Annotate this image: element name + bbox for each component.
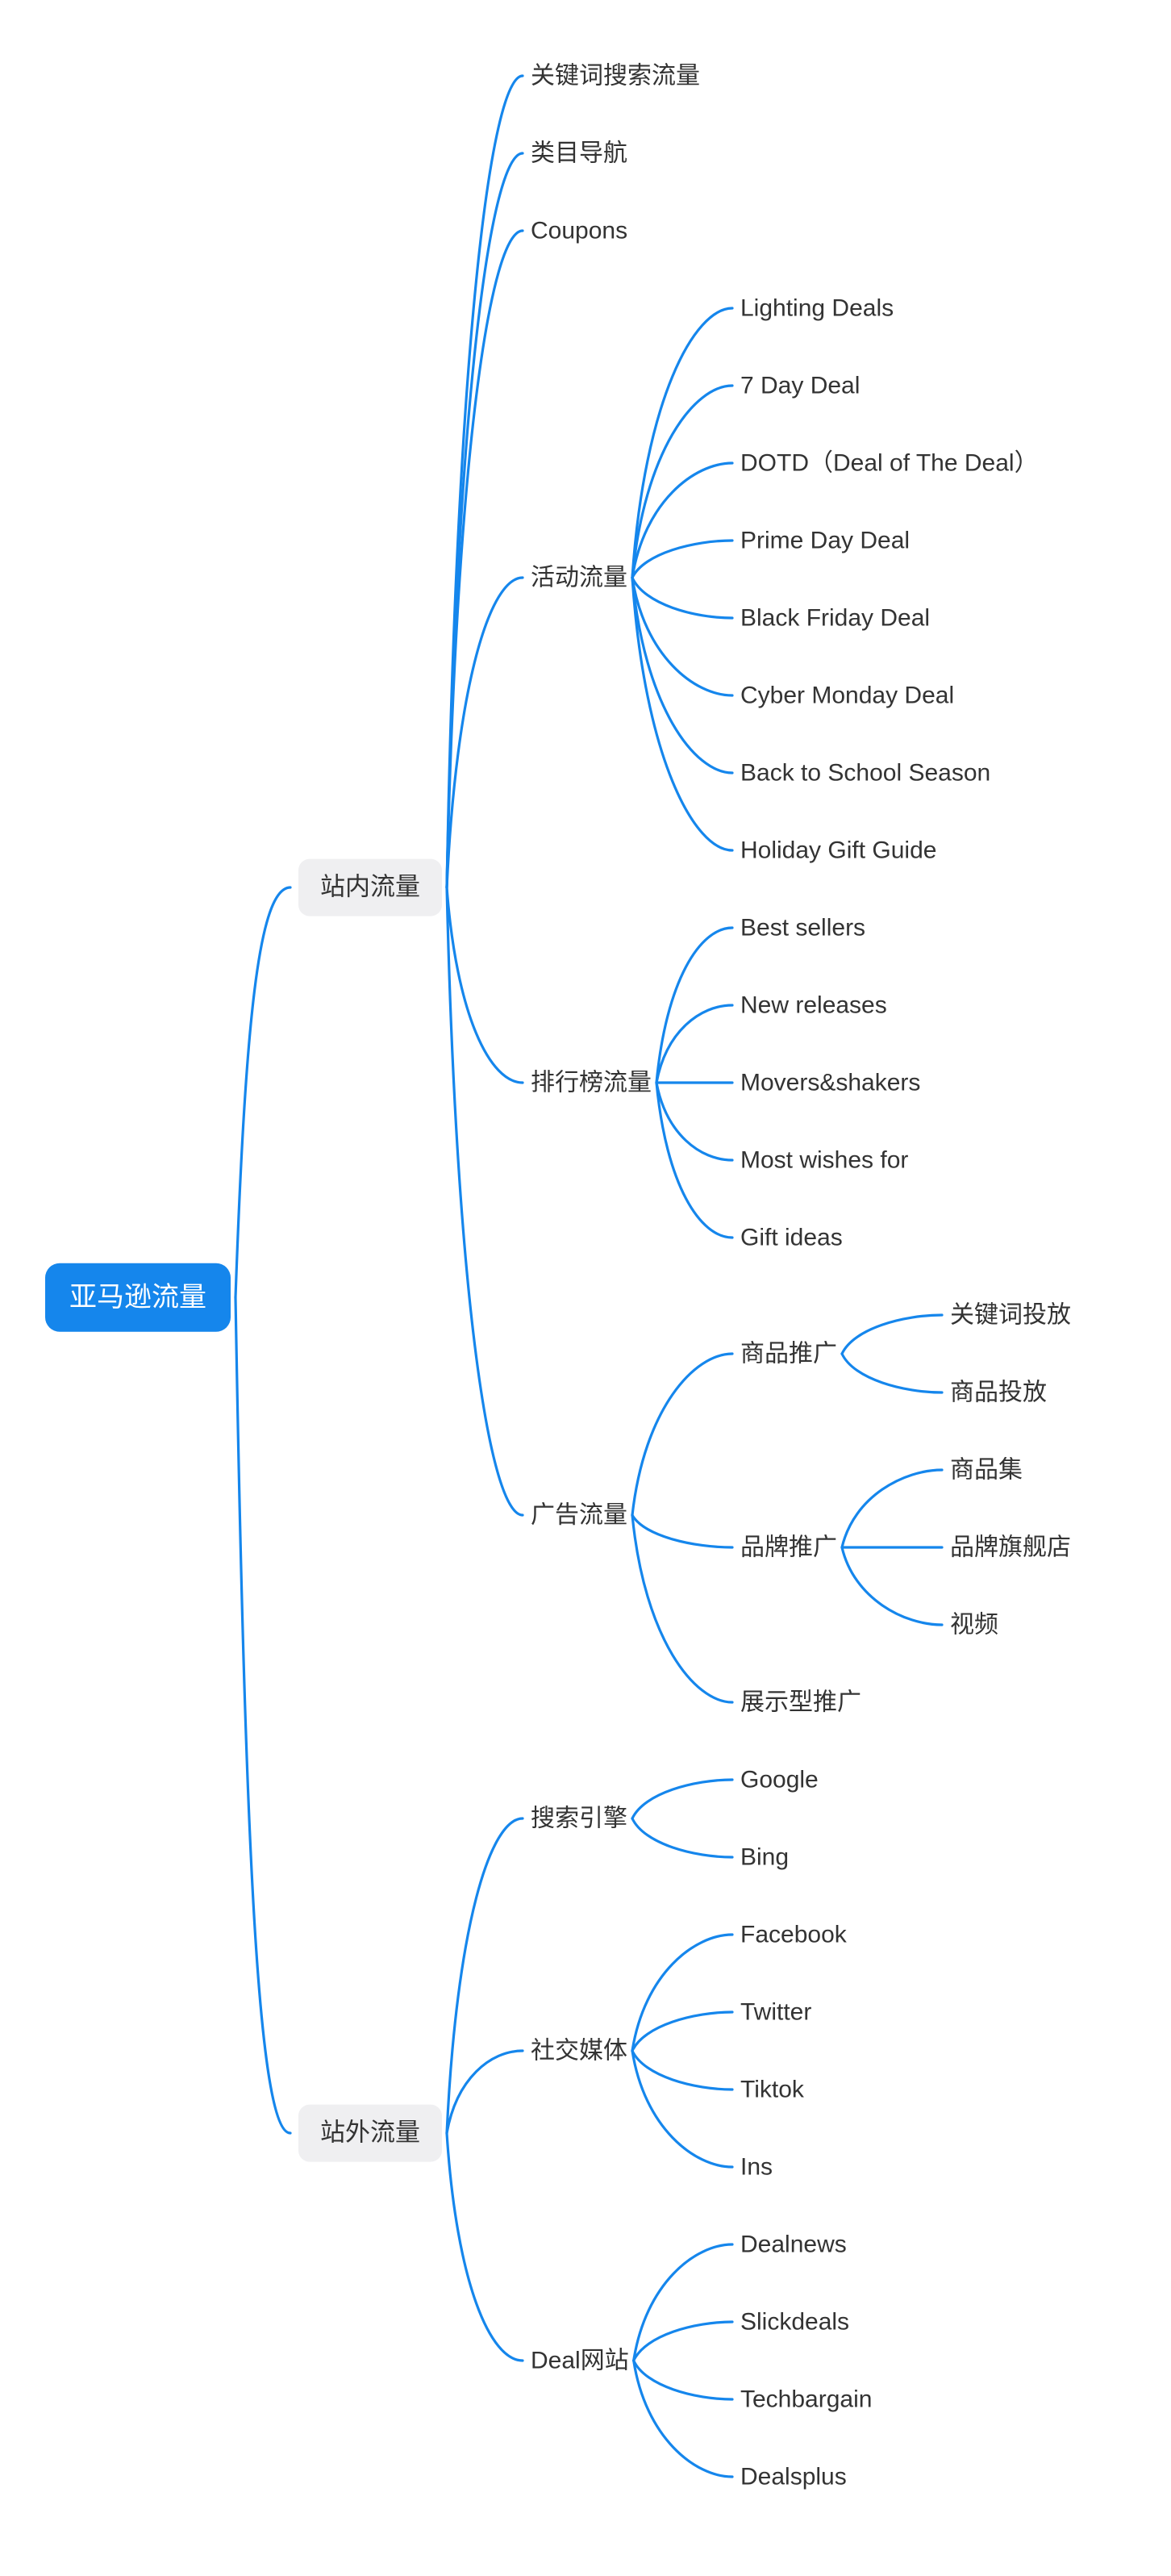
connector: [632, 2320, 734, 2362]
node-holiday-gift-guide[interactable]: Holiday Gift Guide: [740, 837, 937, 864]
connector: [631, 576, 734, 852]
connector: [631, 1513, 734, 1549]
node-product-targeting[interactable]: 商品投放: [950, 1379, 1047, 1406]
node-coupons[interactable]: Coupons: [531, 217, 628, 244]
node-rankings-traffic[interactable]: 排行榜流量: [531, 1069, 652, 1096]
node-bing[interactable]: Bing: [740, 1843, 790, 1871]
connector: [445, 229, 524, 889]
node-facebook[interactable]: Facebook: [740, 1921, 847, 1948]
connector: [632, 2359, 734, 2401]
connector: [631, 576, 734, 620]
node-sponsored-brands[interactable]: 品牌推广: [740, 1534, 837, 1561]
connector: [631, 576, 734, 774]
node-brand-store[interactable]: 品牌旗舰店: [950, 1534, 1071, 1561]
connector: [632, 2243, 734, 2362]
node-sponsored-products[interactable]: 商品推广: [740, 1340, 837, 1367]
node-sponsored-display[interactable]: 展示型推广: [740, 1689, 861, 1716]
node-category-nav[interactable]: 类目导航: [531, 140, 627, 167]
connector: [631, 1513, 734, 1704]
node-social-media[interactable]: 社交媒体: [531, 2037, 627, 2065]
node-deal-sites[interactable]: Deal网站: [531, 2347, 629, 2374]
node-cyber-monday-deal[interactable]: Cyber Monday Deal: [740, 682, 955, 709]
node-black-friday-deal[interactable]: Black Friday Deal: [740, 604, 931, 632]
node-keyword-targeting[interactable]: 关键词投放: [950, 1301, 1071, 1329]
node-google[interactable]: Google: [740, 1766, 819, 1793]
connector: [631, 1817, 734, 1859]
connector: [631, 2049, 734, 2091]
connector: [445, 2049, 524, 2135]
connector: [655, 1081, 734, 1162]
node-best-sellers[interactable]: Best sellers: [740, 914, 866, 941]
connector: [631, 1778, 734, 1820]
connector: [631, 2010, 734, 2052]
node-movers-shakers[interactable]: Movers&shakers: [740, 1069, 921, 1096]
connector: [445, 576, 524, 889]
node-twitter[interactable]: Twitter: [740, 1998, 812, 2026]
connector: [445, 74, 524, 889]
connector: [631, 384, 734, 579]
node-tiktok[interactable]: Tiktok: [740, 2076, 804, 2103]
node-product-collection[interactable]: 商品集: [950, 1456, 1023, 1484]
node-offsite-traffic[interactable]: 站外流量: [298, 2104, 442, 2162]
node-event-traffic[interactable]: 活动流量: [531, 564, 627, 591]
connector: [631, 1352, 734, 1517]
node-dotd[interactable]: DOTD（Deal of The Deal）: [740, 449, 1039, 477]
connector: [655, 1081, 734, 1239]
connector: [445, 2131, 524, 2362]
connector: [631, 576, 734, 697]
connector: [234, 1296, 292, 2135]
connector: [631, 2049, 734, 2169]
node-keyword-search-traffic[interactable]: 关键词搜索流量: [531, 62, 700, 90]
node-dealsplus[interactable]: Dealsplus: [740, 2463, 847, 2490]
node-techbargain[interactable]: Techbargain: [740, 2386, 873, 2413]
node-most-wishes-for[interactable]: Most wishes for: [740, 1146, 909, 1174]
connector: [631, 1933, 734, 2052]
node-7-day-deal[interactable]: 7 Day Deal: [740, 372, 861, 399]
connector: [655, 1004, 734, 1084]
connector: [445, 886, 524, 1517]
node-search-engine[interactable]: 搜索引擎: [531, 1805, 627, 1832]
connector: [631, 539, 734, 579]
node-ad-traffic[interactable]: 广告流量: [531, 1501, 627, 1529]
node-back-to-school-season[interactable]: Back to School Season: [740, 759, 991, 787]
node-video[interactable]: 视频: [950, 1611, 998, 1639]
node-slickdeals[interactable]: Slickdeals: [740, 2308, 850, 2336]
node-amazon-traffic[interactable]: 亚马逊流量: [45, 1263, 231, 1332]
node-onsite-traffic[interactable]: 站内流量: [298, 858, 442, 916]
connector: [840, 1546, 944, 1626]
connector: [631, 307, 734, 579]
connector: [631, 461, 734, 579]
connector: [655, 926, 734, 1084]
connector: [234, 886, 292, 1299]
connector: [840, 1352, 944, 1394]
connector: [840, 1468, 944, 1549]
node-ins[interactable]: Ins: [740, 2153, 773, 2181]
connector: [632, 2359, 734, 2478]
connector: [445, 886, 524, 1084]
node-prime-day-deal[interactable]: Prime Day Deal: [740, 527, 911, 554]
connector: [840, 1313, 944, 1355]
node-new-releases[interactable]: New releases: [740, 992, 887, 1019]
node-dealnews[interactable]: Dealnews: [740, 2231, 847, 2258]
node-gift-ideas[interactable]: Gift ideas: [740, 1224, 843, 1251]
connector: [445, 1817, 524, 2135]
node-lightning-deals[interactable]: Lighting Deals: [740, 294, 894, 322]
